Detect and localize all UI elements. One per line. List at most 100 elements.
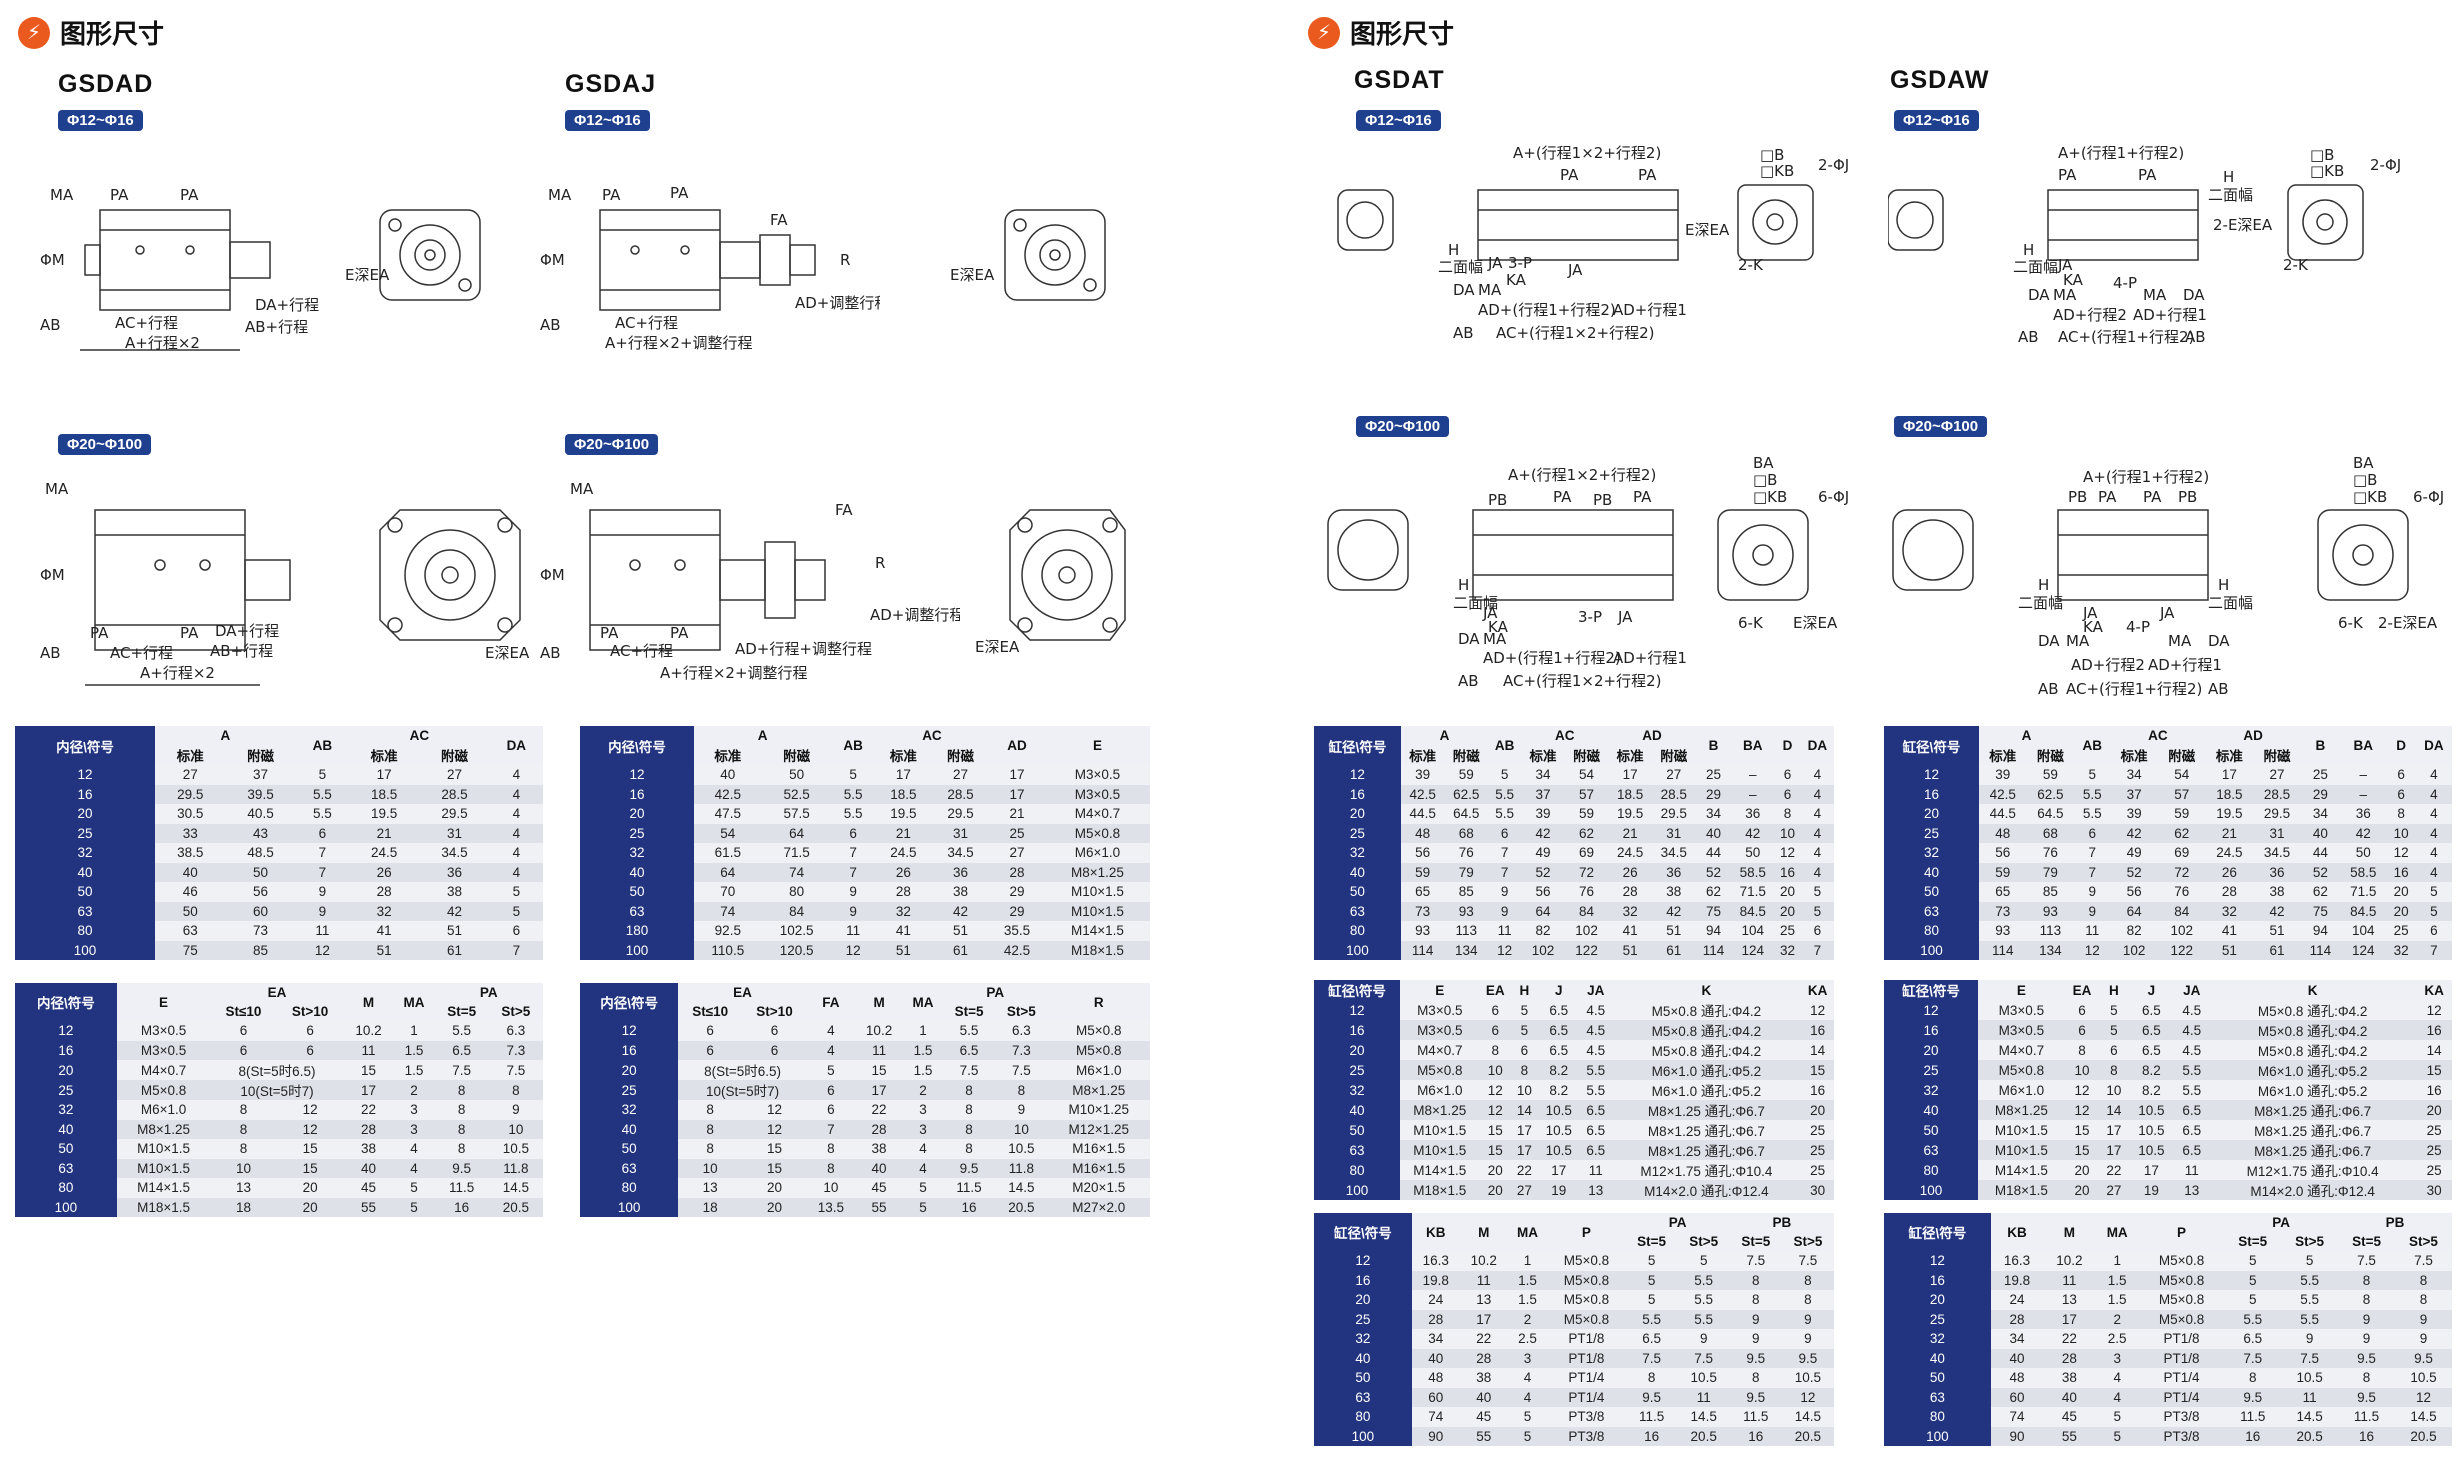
table-cell: 4.5 (2174, 1000, 2210, 1020)
bore-size-cell: 25 (1884, 823, 1979, 843)
table-cell: 8 (1774, 804, 1801, 824)
bore-size-cell: 12 (1884, 1251, 1991, 1271)
table-cell: 4 (1800, 784, 1834, 804)
bore-size-cell: 100 (1884, 1426, 1991, 1446)
table-cell: 94 (2300, 921, 2340, 941)
bore-size-cell: 25 (1884, 1309, 1991, 1329)
table-cell: 6.5 (2128, 1000, 2175, 1020)
table-cell: 5.5 (2281, 1270, 2339, 1290)
column-header: 标准 (1521, 745, 1565, 765)
table-cell: PT3/8 (2138, 1407, 2225, 1427)
table-cell: 11 (1459, 1270, 1508, 1290)
table-cell: 7 (295, 862, 350, 882)
table-cell: M8×1.25 (1978, 1100, 2065, 1120)
table-cell: 11 (1579, 1160, 1612, 1180)
table-cell: 25 (1695, 765, 1732, 785)
table-cell: M12×1.75 通孔:Φ10.4 (2209, 1160, 2417, 1180)
table-cell: 35.5 (989, 921, 1045, 941)
table-cell: 29 (989, 901, 1045, 921)
table-cell: 6.5 (2174, 1120, 2210, 1140)
model-name-gsdad: GSDAD (58, 70, 154, 98)
dim-label-ac-tl: AC+(行程1×2+行程2) (1503, 672, 1662, 690)
table-cell: 11 (2043, 1270, 2096, 1290)
column-header: MA (2095, 1213, 2139, 1251)
column-header: JA (1579, 980, 1612, 1000)
dim-label-ma-lg: MA (45, 480, 69, 498)
table-cell: 6.5 (942, 1040, 996, 1060)
column-header: PB (1729, 1213, 1834, 1232)
table-cell: 7.3 (488, 1040, 543, 1060)
table-cell: – (1731, 784, 1775, 804)
dim-label-ad1-w: AD+行程1 (2133, 306, 2207, 324)
bore-size-cell: 50 (580, 1139, 679, 1159)
bore-size-cell: 80 (1314, 921, 1401, 941)
table-cell: M5×0.8 通孔:Φ4.2 (1611, 1020, 1802, 1040)
table-cell: M8×1.25 (116, 1119, 211, 1139)
column-header: AB (1488, 726, 1522, 765)
table-cell: 11 (2174, 1160, 2210, 1180)
table-cell: 31 (419, 823, 490, 843)
dim-label-ma-t: MA (1478, 281, 1502, 299)
table-cell: 7.5 (488, 1060, 543, 1080)
table-cell: 10 (2386, 823, 2416, 843)
bore-size-cell: 63 (580, 901, 694, 921)
column-header: EA (1479, 980, 1512, 1000)
table-cell: 6 (2064, 1020, 2100, 1040)
table-cell: 61 (1651, 940, 1696, 960)
table-cell: 50 (1731, 843, 1775, 863)
table-cell: M4×0.7 (116, 1060, 211, 1080)
table-cell: 8 (1781, 1290, 1834, 1310)
table-cell: 42.5 (1400, 784, 1445, 804)
table-cell: 11 (831, 921, 875, 941)
bore-size-cell: 40 (1884, 862, 1979, 882)
dim-label-ad1-wl: AD+行程1 (2148, 656, 2222, 674)
bore-size-cell: 100 (580, 1197, 679, 1217)
table-cell: 76 (2157, 882, 2206, 902)
table-cell: M14×1.5 (1978, 1160, 2065, 1180)
dim-label-e-depth-ea-jlg: E深EA (975, 638, 1020, 656)
table-cell: 8 (1781, 1270, 1834, 1290)
brand-logo-icon-right: ⚡ (1308, 16, 1340, 49)
table-cell: 17 (989, 765, 1045, 785)
table-cell: 8 (942, 1119, 996, 1139)
column-header: D (2386, 726, 2416, 765)
table-cell: 4 (2095, 1368, 2139, 1388)
table-cell: 11.5 (2338, 1407, 2395, 1427)
table-cell: 110.5 (693, 940, 762, 960)
table-cell: 14.5 (1677, 1407, 1730, 1427)
column-header: AB (831, 726, 875, 765)
table-cell: 64 (1521, 901, 1565, 921)
table-cell: 65 (1978, 882, 2027, 902)
bore-size-cell: 20 (580, 1060, 679, 1080)
table-cell: 49 (2110, 843, 2158, 863)
table-cell: 5 (903, 1197, 943, 1217)
section-header-right: ⚡ 图形尺寸 (1308, 14, 1454, 51)
table-cell: 10.2 (855, 1021, 904, 1041)
table-cell: 4.5 (1579, 1040, 1612, 1060)
bore-size-cell: 40 (15, 1119, 117, 1139)
bore-size-cell: 63 (1314, 1387, 1412, 1407)
table-cell: M3×0.5 (1044, 765, 1150, 785)
dim-label-eea-tl: E深EA (1793, 614, 1838, 632)
table-cell: 4.5 (2174, 1020, 2210, 1040)
table-cell: M8×1.25 通孔:Φ6.7 (2209, 1140, 2417, 1160)
table-cell: PT1/4 (2138, 1368, 2225, 1388)
dim-label-ab-w: AB (2018, 328, 2039, 346)
bore-size-cell: 32 (15, 1100, 117, 1120)
table-cell: 28.5 (1651, 784, 1696, 804)
table-cell: 64 (2110, 901, 2158, 921)
table-cell: 27 (2253, 765, 2301, 785)
table-cell: 12 (2394, 1387, 2452, 1407)
column-header: AC (874, 726, 990, 745)
table-cell: 16 (2338, 1426, 2395, 1446)
